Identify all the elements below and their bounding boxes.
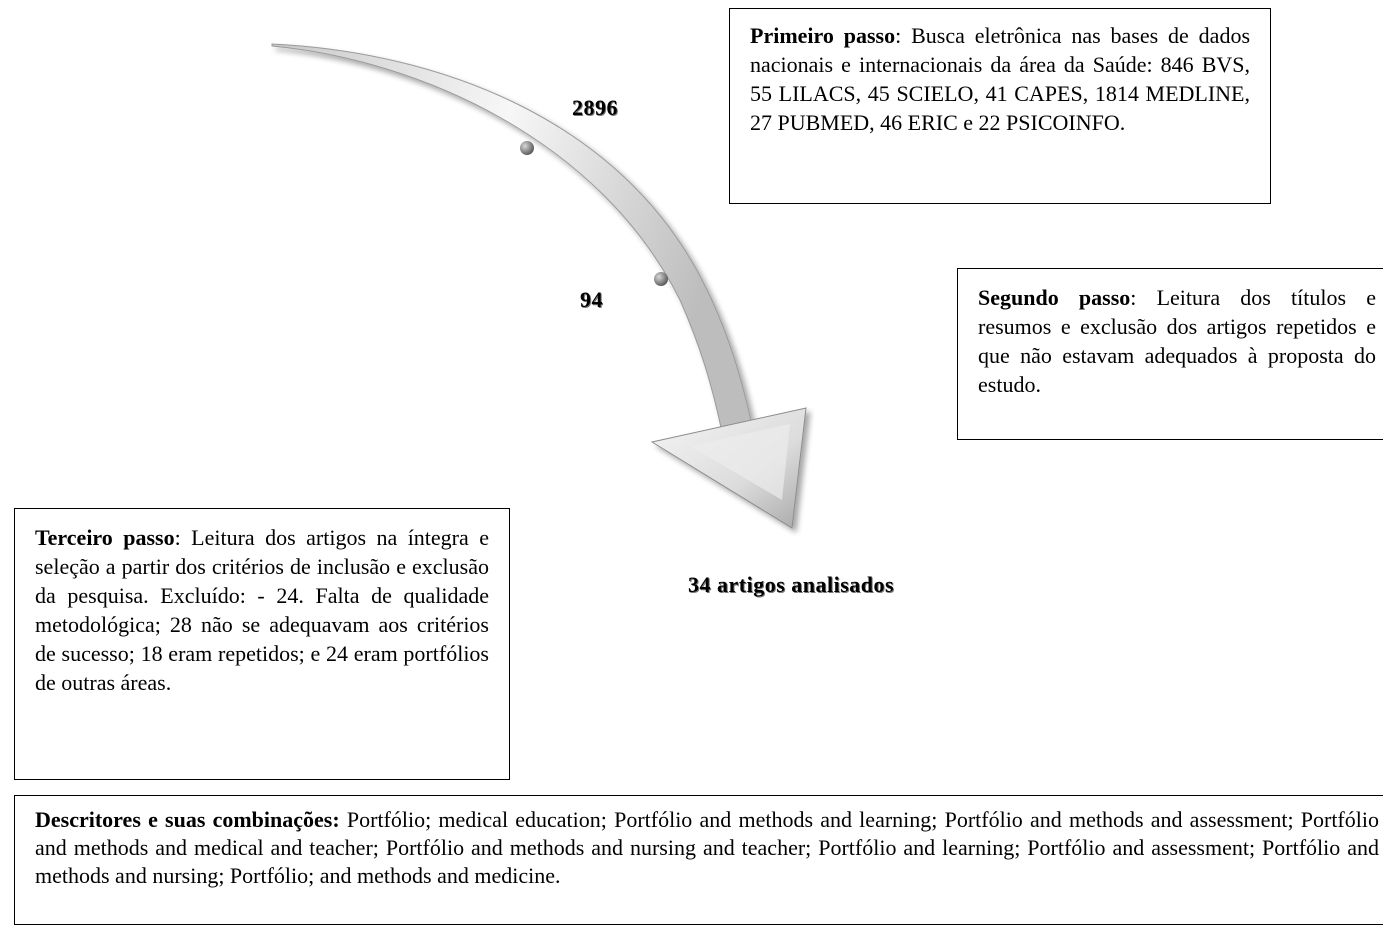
third-step-title: Terceiro passo — [35, 525, 175, 550]
second-step-text: : Leitura dos títulos e resumos e exclus… — [978, 285, 1376, 397]
first-step-box: Primeiro passo: Busca eletrônica nas bas… — [729, 8, 1271, 204]
screened-count: 94 — [580, 287, 603, 312]
third-step-box: Terceiro passo: Leitura dos artigos na í… — [14, 508, 510, 780]
third-step-text: : Leitura dos artigos na íntegra e seleç… — [35, 525, 489, 695]
descriptors-title: Descritores e suas combinações: — [35, 807, 340, 832]
step-dot-2 — [654, 272, 668, 286]
second-step-title: Segundo passo — [978, 285, 1131, 310]
initial-count: 2896 — [572, 95, 618, 120]
descriptors-text: Portfólio; medical education; Portfólio … — [35, 807, 1379, 888]
result-label: 34 artigos analisados — [688, 572, 895, 597]
step-dot-1 — [520, 141, 534, 155]
first-step-title: Primeiro passo — [750, 23, 896, 48]
descriptors-box: Descritores e suas combinações: Portfóli… — [14, 795, 1383, 925]
arrow-shaft — [271, 43, 753, 433]
first-step-text: : Busca eletrônica nas bases de dados na… — [750, 23, 1251, 135]
second-step-box: Segundo passo: Leitura dos títulos e res… — [957, 268, 1383, 440]
